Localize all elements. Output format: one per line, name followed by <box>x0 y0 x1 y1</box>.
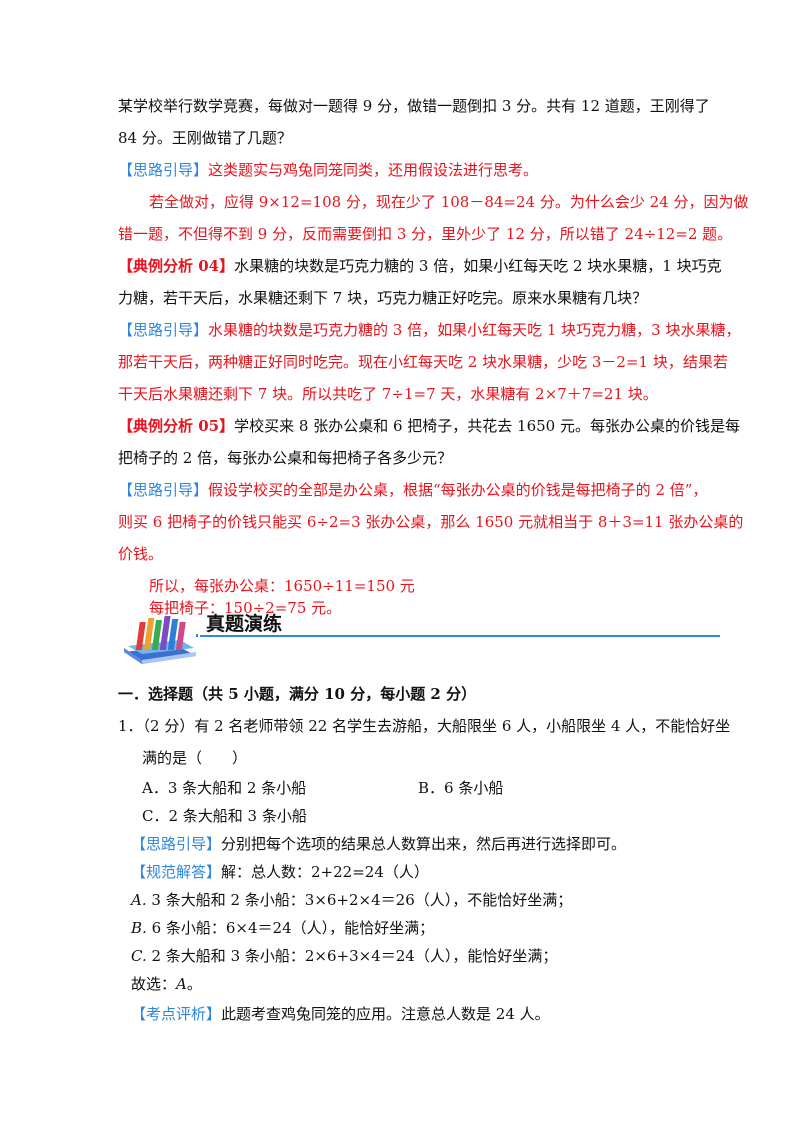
books-icon <box>124 616 720 664</box>
analysis-text-c: 2 条大船和 3 条小船：2×6+3×4＝24（人），能恰好坐满； <box>146 947 558 965</box>
question-1-solution: 【规范解答】解：总人数：2+22=24（人） <box>131 862 429 882</box>
solution-tag: 【规范解答】 <box>131 863 222 881</box>
example-05-question-line-2: 把椅子的 2 倍，每张办公桌和每把椅子各多少元？ <box>118 449 453 467</box>
section-banner <box>120 606 720 666</box>
intro-hint: 【思路引导】这类题实与鸡兔同笼同类，还用假设法进行思考。 <box>118 160 538 180</box>
example-04-question-text: 水果糖的块数是巧克力糖的 3 倍，如果小红每天吃 2 块水果糖，1 块巧克 <box>234 257 722 275</box>
analysis-letter-a: A. <box>131 891 147 909</box>
question-1-analysis-c: C. 2 条大船和 3 条小船：2×6+3×4＝24（人），能恰好坐满； <box>131 946 557 966</box>
example-04-tag: 【典例分析 04】 <box>118 257 235 275</box>
example-04-hint-line-3: 干天后水果糖还剩下 7 块。所以共吃了 7÷1=7 天，水果糖有 2×7＋7=2… <box>118 385 658 403</box>
question-1-point-analysis: 【考点评析】此题考查鸡兔同笼的应用。注意总人数是 24 人。 <box>131 1004 550 1024</box>
hint-tag: 【思路引导】 <box>131 835 222 853</box>
example-05-answer-line-1: 所以，每张办公桌：1650÷11=150 元 <box>149 577 415 595</box>
hint-text: 分别把每个选项的结果总人数算出来，然后再进行选择即可。 <box>221 835 627 853</box>
question-1-analysis-a: A. 3 条大船和 2 条小船：3×6+2×4＝26（人），不能恰好坐满； <box>131 890 572 910</box>
intro-question-line-1: 某学校举行数学竞赛，每做对一题得 9 分，做错一题倒扣 3 分。共有 12 道题… <box>118 97 710 115</box>
example-04-hint-line-1: 【思路引导】水果糖的块数是巧克力糖的 3 倍，如果小红每天吃 1 块巧克力糖，3… <box>118 320 741 340</box>
point-tag: 【考点评析】 <box>131 1005 222 1023</box>
section-heading: 一．选择题（共 5 小题，满分 10 分，每小题 2 分） <box>118 685 477 703</box>
intro-question-line-2: 84 分。王刚做错了几题？ <box>118 129 292 147</box>
choice-label: 故选： <box>131 975 177 993</box>
example-05-question-text: 学校买来 8 张办公桌和 6 把椅子，共花去 1650 元。每张办公桌的价钱是每 <box>234 417 740 435</box>
hint-tag: 【思路引导】 <box>118 321 209 339</box>
hint-tag: 【思路引导】 <box>118 481 209 499</box>
analysis-letter-c: C. <box>131 947 147 965</box>
question-1-option-c: C．2 条大船和 3 条小船 <box>142 807 307 825</box>
question-1-stem-line-1: 1．（2 分）有 2 名老师带领 22 名学生去游船，大船限坐 6 人，小船限坐… <box>118 717 731 735</box>
question-1-option-b: B．6 条小船 <box>418 779 504 797</box>
choice-letter: A <box>176 975 187 993</box>
intro-solution-line-1: 若全做对，应得 9×12=108 分，现在少了 108－84=24 分。为什么会… <box>149 193 749 211</box>
example-05-hint-line-2: 则买 6 把椅子的价钱只能买 6÷2=3 张办公桌，那么 1650 元就相当于 … <box>118 513 744 531</box>
point-text: 此题考查鸡兔同笼的应用。注意总人数是 24 人。 <box>221 1005 550 1023</box>
example-04-question-line-2: 力糖，若干天后，水果糖还剩下 7 块，巧克力糖正好吃完。原来水果糖有几块？ <box>118 289 648 307</box>
hint-tag: 【思路引导】 <box>118 161 209 179</box>
example-05-tag: 【典例分析 05】 <box>118 417 235 435</box>
example-05-answer-line-2: 每把椅子：150÷2=75 元。 <box>149 599 342 617</box>
intro-solution-line-2: 错一题，不但得不到 9 分，反而需要倒扣 3 分，里外少了 12 分，所以错了 … <box>118 225 733 243</box>
example-04-question-line-1: 【典例分析 04】水果糖的块数是巧克力糖的 3 倍，如果小红每天吃 2 块水果糖… <box>118 256 722 276</box>
question-1-analysis-b: B. 6 条小船：6×4＝24（人），能恰好坐满； <box>131 918 434 938</box>
question-1-hint: 【思路引导】分别把每个选项的结果总人数算出来，然后再进行选择即可。 <box>131 834 626 854</box>
question-1-stem-line-2: 满的是（ ） <box>142 749 248 767</box>
analysis-letter-b: B. <box>131 919 147 937</box>
hint-text: 假设学校买的全部是办公桌，根据“每张办公桌的价钱是每把椅子的 2 倍”， <box>208 481 708 499</box>
hint-text: 这类题实与鸡兔同笼同类，还用假设法进行思考。 <box>208 161 539 179</box>
hint-text: 水果糖的块数是巧克力糖的 3 倍，如果小红每天吃 1 块巧克力糖，3 块水果糖， <box>208 321 741 339</box>
banner-title: 真题演练 <box>206 613 283 635</box>
analysis-text-a: 3 条大船和 2 条小船：3×6+2×4＝26（人），不能恰好坐满； <box>146 891 573 909</box>
analysis-text-b: 6 条小船：6×4＝24（人），能恰好坐满； <box>146 919 435 937</box>
solution-text: 解：总人数：2+22=24（人） <box>221 863 429 881</box>
question-1-option-a: A．3 条大船和 2 条小船 <box>142 779 307 797</box>
example-05-question-line-1: 【典例分析 05】学校买来 8 张办公桌和 6 把椅子，共花去 1650 元。每… <box>118 416 740 436</box>
example-05-hint-line-1: 【思路引导】假设学校买的全部是办公桌，根据“每张办公桌的价钱是每把椅子的 2 倍… <box>118 480 707 500</box>
question-1-choice: 故选：A。 <box>131 974 202 994</box>
example-04-hint-line-2: 那若干天后，两种糖正好同时吃完。现在小红每天吃 2 块水果糖，少吃 3－2=1 … <box>118 353 728 371</box>
example-05-hint-line-3: 价钱。 <box>118 545 164 563</box>
choice-end: 。 <box>186 975 202 993</box>
